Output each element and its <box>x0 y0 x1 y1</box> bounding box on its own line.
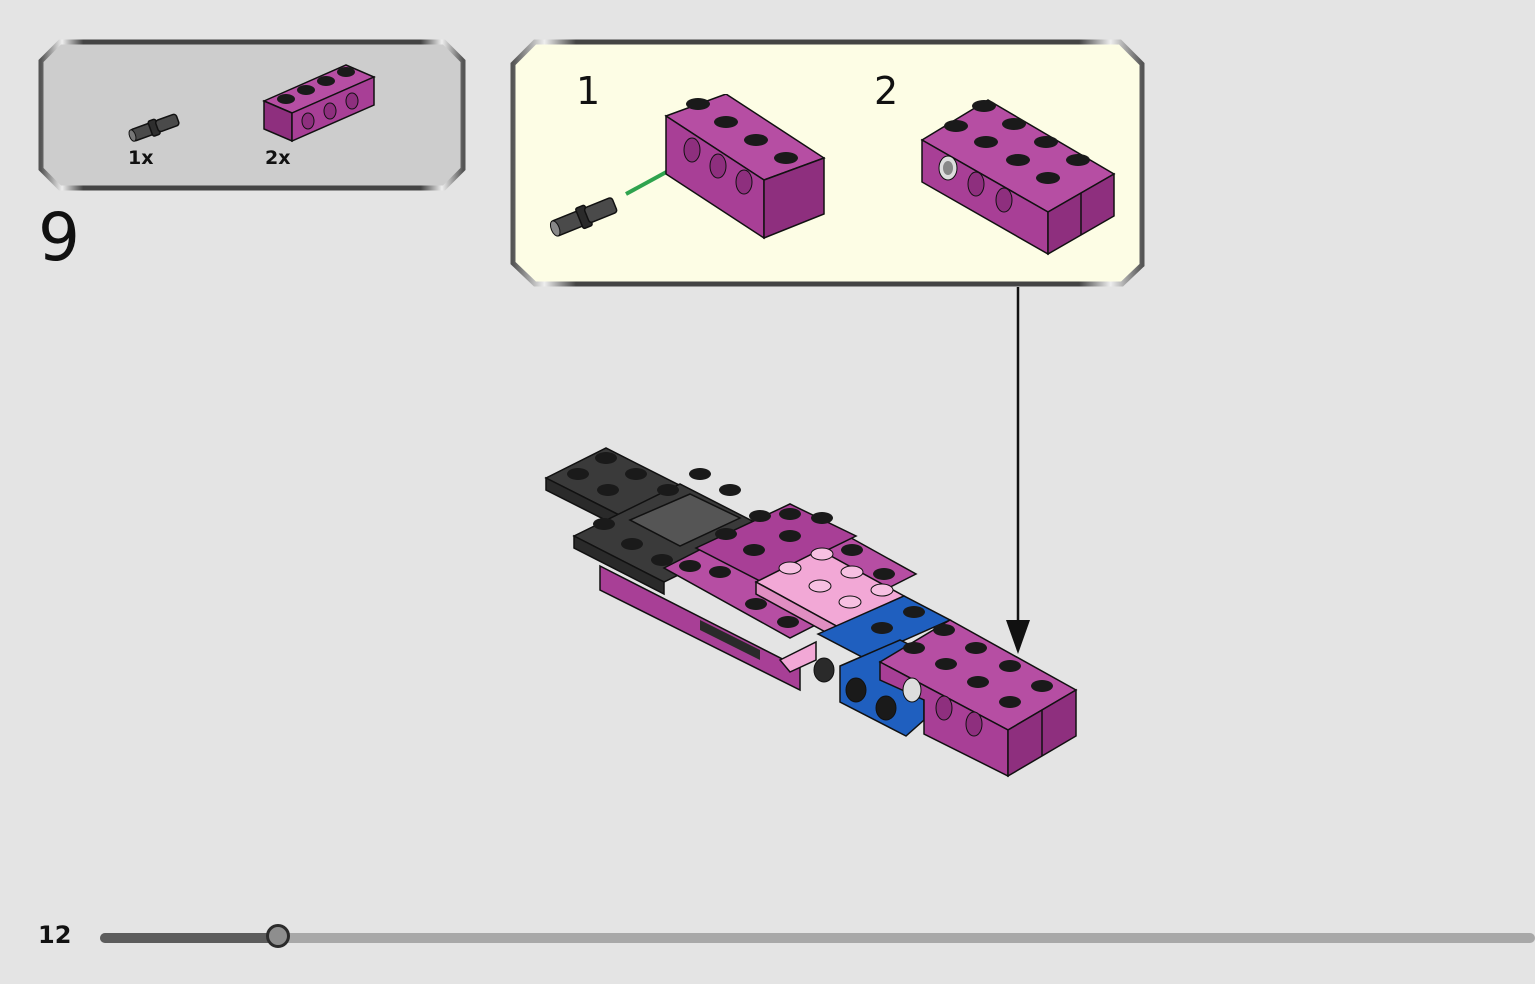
part-qty-pin: 1x <box>128 147 154 169</box>
substep-1-number: 1 <box>576 69 601 113</box>
progress-knob[interactable] <box>266 924 290 948</box>
studs <box>567 452 895 628</box>
substep-2-illustration <box>920 99 1116 256</box>
substep-1-illustration <box>549 94 826 240</box>
progress-track[interactable] <box>100 924 1535 948</box>
progress-fill <box>100 933 278 943</box>
substep-2-number: 2 <box>874 69 899 113</box>
pin-graphic <box>549 197 618 237</box>
parts-list-panel: 1x 2x <box>38 39 466 191</box>
page-number: 12 <box>38 921 72 949</box>
technic-brick-icon <box>262 64 376 143</box>
subassembly-panel: 1 2 <box>510 39 1146 287</box>
step-number: 9 <box>38 199 80 276</box>
axle-pin-icon <box>128 113 180 142</box>
part-qty-brick: 2x <box>265 147 291 169</box>
